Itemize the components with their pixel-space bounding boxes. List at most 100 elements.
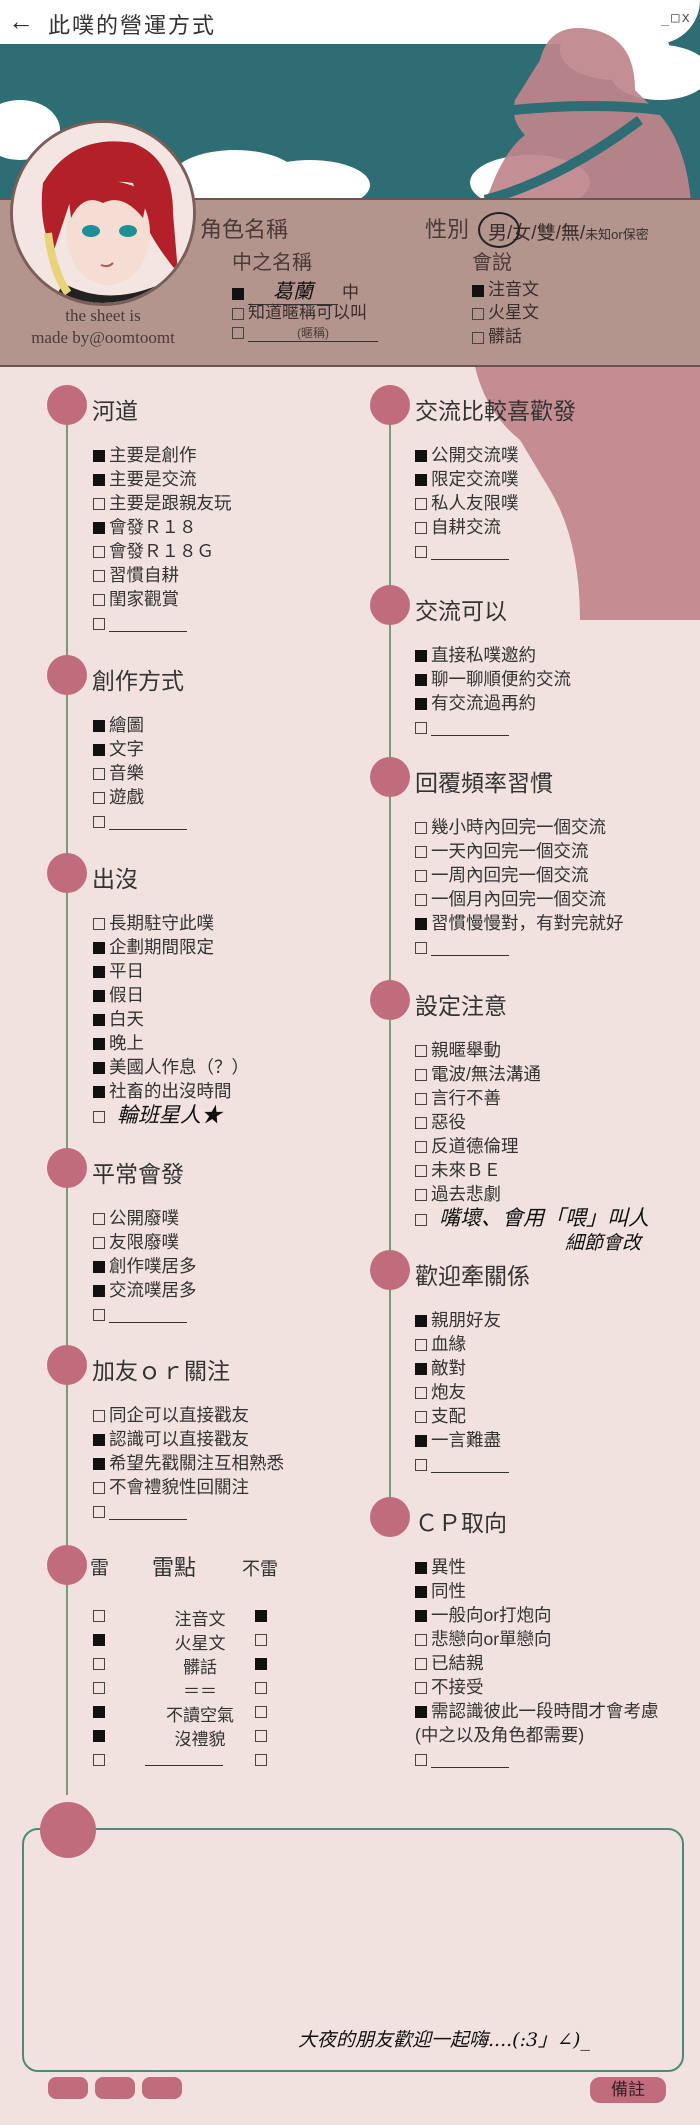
checklist-item[interactable]: 一天內回完一個交流 (415, 839, 624, 863)
lei-checkbox[interactable] (93, 1658, 105, 1670)
checkbox[interactable] (93, 816, 105, 829)
checklist-item[interactable]: 美國人作息（？） (93, 1055, 249, 1079)
checkbox[interactable] (472, 284, 484, 297)
checklist-item[interactable]: 過去悲劇 (415, 1182, 649, 1206)
checklist-item[interactable]: 閨家觀賞 (93, 587, 232, 611)
checklist-item[interactable]: 輪班星人★ (93, 1103, 249, 1127)
checklist-item[interactable]: 言行不善 (415, 1086, 649, 1110)
checkbox[interactable] (93, 618, 105, 631)
checklist-item[interactable]: 公開廢噗 (93, 1206, 197, 1230)
lei-checkbox[interactable] (93, 1754, 105, 1766)
checkbox[interactable] (415, 1189, 427, 1202)
checklist-item[interactable]: 遊戲 (93, 785, 187, 809)
checklist-item[interactable]: 晚上 (93, 1031, 249, 1055)
checklist-item[interactable]: 會發Ｒ１８ (93, 515, 232, 539)
checklist-item[interactable]: 習慣慢慢對，有對完就好 (415, 911, 624, 935)
checkbox[interactable] (93, 966, 105, 979)
bulei-checkbox[interactable] (255, 1706, 267, 1718)
blank-line[interactable] (431, 721, 509, 736)
checkbox[interactable] (415, 1141, 427, 1154)
checklist-item[interactable] (415, 539, 519, 563)
checklist-item[interactable]: 平日 (93, 959, 249, 983)
checklist-item[interactable]: 會發Ｒ１８Ｇ (93, 539, 232, 563)
checkbox[interactable] (93, 1506, 105, 1519)
checklist-item[interactable]: 炮友 (415, 1380, 509, 1404)
checkbox[interactable] (93, 1062, 105, 1075)
checklist-item[interactable]: 企劃期間限定 (93, 935, 249, 959)
bulei-checkbox[interactable] (255, 1658, 267, 1670)
checkbox[interactable] (93, 570, 105, 583)
checklist-item[interactable]: 繪圖 (93, 713, 187, 737)
checklist-item[interactable] (93, 809, 187, 833)
lei-checkbox[interactable] (93, 1730, 105, 1742)
checkbox[interactable] (93, 918, 105, 931)
checklist-item[interactable] (415, 1747, 659, 1771)
checklist-item[interactable]: 社畜的出沒時間 (93, 1079, 249, 1103)
blank-line[interactable] (431, 941, 509, 956)
checklist-item[interactable]: 創作噗居多 (93, 1254, 197, 1278)
bulei-checkbox[interactable] (255, 1730, 267, 1742)
checklist-item[interactable]: 文字 (93, 737, 187, 761)
cv-option[interactable]: 知道暱稱可以叫 (232, 298, 367, 323)
checkbox[interactable] (415, 1093, 427, 1106)
lei-checkbox[interactable] (93, 1706, 105, 1718)
page-tab-3[interactable] (142, 2077, 182, 2099)
note-button[interactable]: 備註 (590, 2077, 666, 2103)
checklist-item[interactable]: 支配 (415, 1404, 509, 1428)
checklist-item[interactable]: 一般向or打炮向 (415, 1603, 659, 1627)
checkbox[interactable] (415, 1315, 427, 1328)
checkbox[interactable] (93, 990, 105, 1003)
blank-line[interactable] (431, 1753, 509, 1768)
checklist-item[interactable]: 主要是跟親友玩 (93, 491, 232, 515)
blank-line[interactable] (431, 1458, 509, 1473)
checklist-item[interactable]: 敵對 (415, 1356, 509, 1380)
checkbox[interactable] (93, 768, 105, 781)
page-tab-1[interactable] (48, 2077, 88, 2099)
checklist-item[interactable] (93, 1302, 197, 1326)
avatar[interactable] (10, 120, 196, 306)
cv-option[interactable]: (暱稱) (232, 322, 378, 342)
checkbox[interactable] (232, 307, 244, 320)
lei-checkbox[interactable] (93, 1634, 105, 1646)
checkbox[interactable] (415, 1165, 427, 1178)
checkbox[interactable] (415, 722, 427, 735)
checkbox[interactable] (415, 1214, 427, 1227)
checklist-item[interactable]: 已結親 (415, 1651, 659, 1675)
checklist-item[interactable]: 同性 (415, 1579, 659, 1603)
speak-option[interactable]: 髒話 (472, 322, 522, 347)
checklist-item[interactable]: 反道德倫理 (415, 1134, 649, 1158)
checkbox[interactable] (415, 1117, 427, 1130)
checkbox[interactable] (93, 1482, 105, 1495)
checkbox[interactable] (93, 942, 105, 955)
gender-option-others[interactable]: /女/雙/無/ (507, 223, 586, 244)
gender-option-unknown[interactable]: 未知or保密 (585, 227, 649, 242)
checkbox[interactable] (415, 894, 427, 907)
checkbox[interactable] (93, 1309, 105, 1322)
checkbox[interactable] (415, 1634, 427, 1647)
cv-option[interactable]: 葛蘭中 (232, 275, 359, 305)
checkbox[interactable] (415, 474, 427, 487)
checklist-item[interactable]: 限定交流噗 (415, 467, 519, 491)
lei-checkbox[interactable] (93, 1610, 105, 1622)
checklist-item[interactable]: 異性 (415, 1555, 659, 1579)
checkbox[interactable] (93, 522, 105, 535)
checklist-item[interactable]: 公開交流噗 (415, 443, 519, 467)
checkbox[interactable] (415, 1435, 427, 1448)
checkbox[interactable] (415, 822, 427, 835)
checklist-item[interactable]: 主要是創作 (93, 443, 232, 467)
checkbox[interactable] (232, 326, 244, 339)
checklist-item[interactable] (93, 1499, 284, 1523)
checklist-item[interactable]: 不接受 (415, 1675, 659, 1699)
blank-line[interactable] (145, 1751, 223, 1766)
checkbox[interactable] (93, 594, 105, 607)
blank-line[interactable] (109, 617, 187, 632)
checklist-item[interactable]: 不會禮貌性回關注 (93, 1475, 284, 1499)
note-box[interactable] (22, 1828, 684, 2072)
checkbox[interactable] (415, 546, 427, 559)
checklist-item[interactable]: 主要是交流 (93, 467, 232, 491)
checklist-item[interactable]: 嘴壞、會用「喂」叫人細節會改 (415, 1206, 649, 1254)
blank-line[interactable] (109, 1308, 187, 1323)
checkbox[interactable] (93, 498, 105, 511)
blank-line[interactable] (431, 545, 509, 560)
back-arrow-icon[interactable]: ← (8, 6, 34, 36)
